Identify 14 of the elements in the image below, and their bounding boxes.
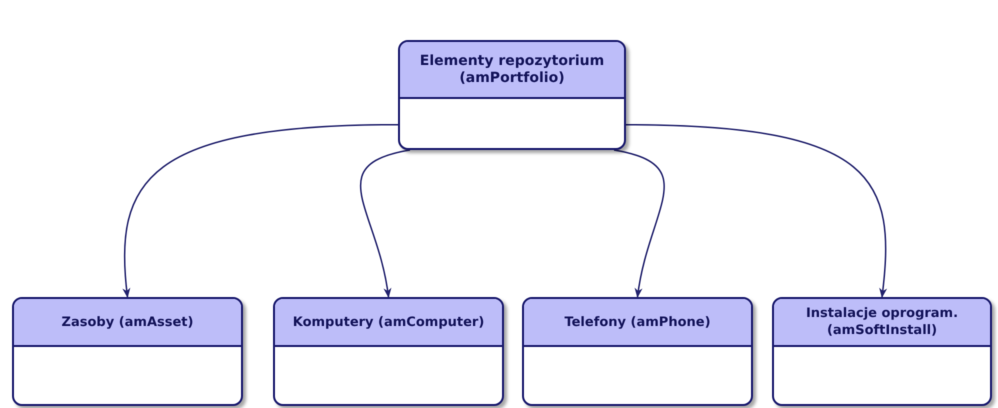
table-box xyxy=(398,40,626,150)
table-name: Instalacje oprogram. (amSoftInstall) xyxy=(804,305,960,339)
curved-arrow xyxy=(626,124,887,298)
table-box xyxy=(12,297,243,406)
table-name: Komputery (amComputer) xyxy=(292,314,484,330)
curved-arrow xyxy=(360,149,410,298)
table-name: Telefony (amPhone) xyxy=(564,314,711,330)
curved-arrow xyxy=(122,124,398,298)
table-box xyxy=(273,297,504,406)
table-box xyxy=(522,297,753,406)
table-name: Elementy repozytorium (amPortfolio) xyxy=(418,52,606,86)
curved-arrow xyxy=(614,149,665,298)
table-name: Zasoby (amAsset) xyxy=(62,314,194,330)
table-box xyxy=(772,297,992,406)
